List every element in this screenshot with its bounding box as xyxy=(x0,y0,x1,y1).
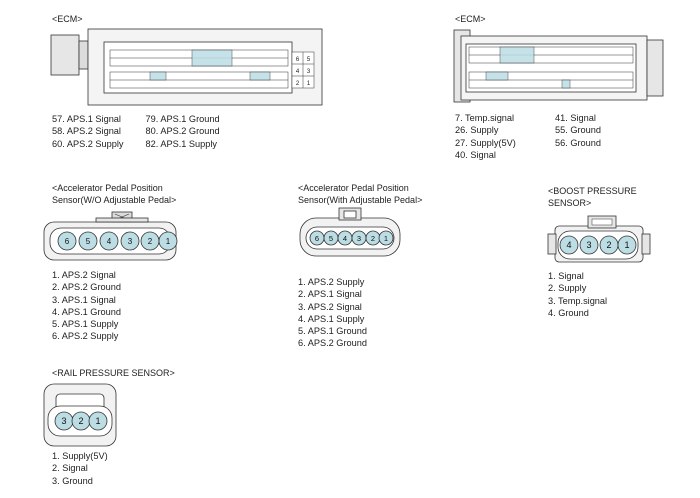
aps-wo-pins xyxy=(57,231,178,251)
ecm1-pin-item: 80. APS.2 Ground xyxy=(145,126,220,137)
ecm1-pin-2: 2 xyxy=(296,81,300,87)
ecm2-pin-item: 41. Signal xyxy=(555,113,596,123)
aps-with-title-line2: Sensor(With Adjustable Pedal> xyxy=(298,195,423,205)
aps-wo-pin-label: 3 xyxy=(128,237,133,246)
aps-with-pin-label: 3 xyxy=(357,234,361,243)
aps-with-pin-item: 3. APS.2 Signal xyxy=(298,301,362,312)
ecm2-pin-item: 55. Ground xyxy=(555,125,601,136)
aps-with-pin-item: 2. APS.1 Signal xyxy=(298,289,362,300)
ecm2-pin-item: 7. Temp.signal xyxy=(455,113,515,123)
ecm2-pin-item: 27. Supply(5V) xyxy=(455,137,516,148)
aps-with-pin-item: 5. APS.1 Ground xyxy=(298,326,367,337)
aps-wo-pin-label: 6 xyxy=(65,237,70,246)
ecm2-pin-item: 56. Ground xyxy=(555,137,601,148)
aps-with-title: <Accelerator Pedal Position Sensor(With … xyxy=(298,182,422,206)
aps-wo-pin-item: 6. APS.2 Supply xyxy=(52,331,119,342)
ecm1-pin-4: 4 xyxy=(296,69,300,75)
boost-title-line1: <BOOST PRESSURE xyxy=(548,186,637,196)
aps-with-pin-label: 6 xyxy=(315,234,319,243)
aps-with-pin-item: 1. APS.2 Supply xyxy=(298,277,365,287)
ecm2-pin-item: 40. Signal xyxy=(455,149,496,160)
ecm1-pin-1: 1 xyxy=(307,81,311,87)
ecm2-title: <ECM> xyxy=(455,14,486,24)
boost-pin-item: 4. Ground xyxy=(548,307,589,318)
rail-pin-label: 3 xyxy=(61,416,66,426)
rail-pin-list: 1. Supply(5V) 2. Signal 3. Ground xyxy=(52,450,108,487)
ecm1-lower-pins xyxy=(109,71,289,89)
aps-with-title-line1: <Accelerator Pedal Position xyxy=(298,183,409,193)
boost-pin-list: 1. Signal 2. Supply 3. Temp.signal 4. Gr… xyxy=(548,270,607,319)
rail-pin-label: 1 xyxy=(95,416,100,426)
boost-pin-label: 3 xyxy=(586,240,591,250)
ecm2-pin-list-col1: 7. Temp.signal 26. Supply 27. Supply(5V)… xyxy=(455,112,516,161)
ecm1-pin-item: 82. APS.1 Supply xyxy=(145,138,218,149)
aps-wo-pin-item: 4. APS.1 Ground xyxy=(52,306,121,317)
ecm1-pin-6: 6 xyxy=(296,57,300,63)
aps-wo-pin-label: 5 xyxy=(86,237,91,246)
rail-pin-item: 3. Ground xyxy=(52,475,93,486)
boost-pin-label: 1 xyxy=(624,240,629,250)
aps-wo-pin-item: 3. APS.1 Signal xyxy=(52,294,116,305)
ecm1-pin-item: 57. APS.1 Signal xyxy=(52,114,121,124)
ecm1-title: <ECM> xyxy=(52,14,83,24)
aps-with-pin-labels: 6 5 4 3 2 1 xyxy=(315,234,388,243)
rail-pin-item: 1. Supply(5V) xyxy=(52,451,108,461)
aps-wo-pin-label: 4 xyxy=(107,237,112,246)
aps-wo-title-line1: <Accelerator Pedal Position xyxy=(52,183,163,193)
aps-wo-pin-list: 1. APS.2 Signal 2. APS.2 Ground 3. APS.1… xyxy=(52,269,121,343)
ecm1-pin-item: 58. APS.2 Signal xyxy=(52,126,121,137)
aps-wo-pin-item: 1. APS.2 Signal xyxy=(52,270,116,280)
aps-with-pin-item: 4. APS.1 Supply xyxy=(298,313,365,324)
aps-with-pin-list: 1. APS.2 Supply 2. APS.1 Signal 3. APS.2… xyxy=(298,276,367,350)
aps-wo-pin-label: 1 xyxy=(166,237,171,246)
aps-wo-pin-item: 5. APS.1 Supply xyxy=(52,319,119,330)
aps-wo-title: <Accelerator Pedal Position Sensor(W/O A… xyxy=(52,182,176,206)
ecm1-pin-item: 60. APS.2 Supply xyxy=(52,138,124,149)
aps-with-pins xyxy=(309,230,394,246)
boost-pin-label: 2 xyxy=(606,240,611,250)
boost-pin-item: 2. Supply xyxy=(548,283,587,294)
aps-with-pin-label: 2 xyxy=(371,234,375,243)
ecm1-right-block-labels: 6 5 4 3 2 1 xyxy=(296,57,311,87)
boost-pins xyxy=(559,235,637,255)
rail-pins xyxy=(54,411,108,431)
boost-pin-item: 1. Signal xyxy=(548,271,584,281)
boost-pin-labels: 4 3 2 1 xyxy=(566,240,629,250)
ecm1-pin-3: 3 xyxy=(307,69,311,75)
ecm1-pin-list: 57. APS.1 Signal 79. APS.1 Ground 58. AP… xyxy=(52,113,220,150)
boost-pin-label: 4 xyxy=(566,240,571,250)
rail-pin-label: 2 xyxy=(78,416,83,426)
ecm2-pin-list-col2: 41. Signal 55. Ground 56. Ground xyxy=(555,112,601,149)
ecm1-pin-5: 5 xyxy=(307,57,311,63)
rail-pin-labels: 3 2 1 xyxy=(61,416,100,426)
aps-wo-pin-item: 2. APS.2 Ground xyxy=(52,282,121,293)
ecm2-pin-item: 26. Supply xyxy=(455,125,499,136)
aps-wo-title-line2: Sensor(W/O Adjustable Pedal> xyxy=(52,195,177,205)
ecm2-connector xyxy=(453,29,664,103)
rail-pin-item: 2. Signal xyxy=(52,463,88,474)
ecm1-pin-item: 79. APS.1 Ground xyxy=(145,114,220,124)
aps-wo-pin-label: 2 xyxy=(148,237,153,246)
aps-with-pin-label: 4 xyxy=(343,234,347,243)
rail-title: <RAIL PRESSURE SENSOR> xyxy=(52,368,175,378)
aps-wo-pin-labels: 6 5 4 3 2 1 xyxy=(65,237,171,246)
aps-with-pin-label: 1 xyxy=(384,234,388,243)
aps-with-pin-label: 5 xyxy=(329,234,333,243)
aps-with-pin-item: 6. APS.2 Ground xyxy=(298,338,367,349)
boost-pin-item: 3. Temp.signal xyxy=(548,295,608,306)
boost-title: <BOOST PRESSURE SENSOR> xyxy=(548,185,637,209)
ecm1-upper-pins xyxy=(109,49,289,67)
boost-title-line2: SENSOR> xyxy=(548,198,592,208)
ecm1-connector xyxy=(50,28,323,106)
